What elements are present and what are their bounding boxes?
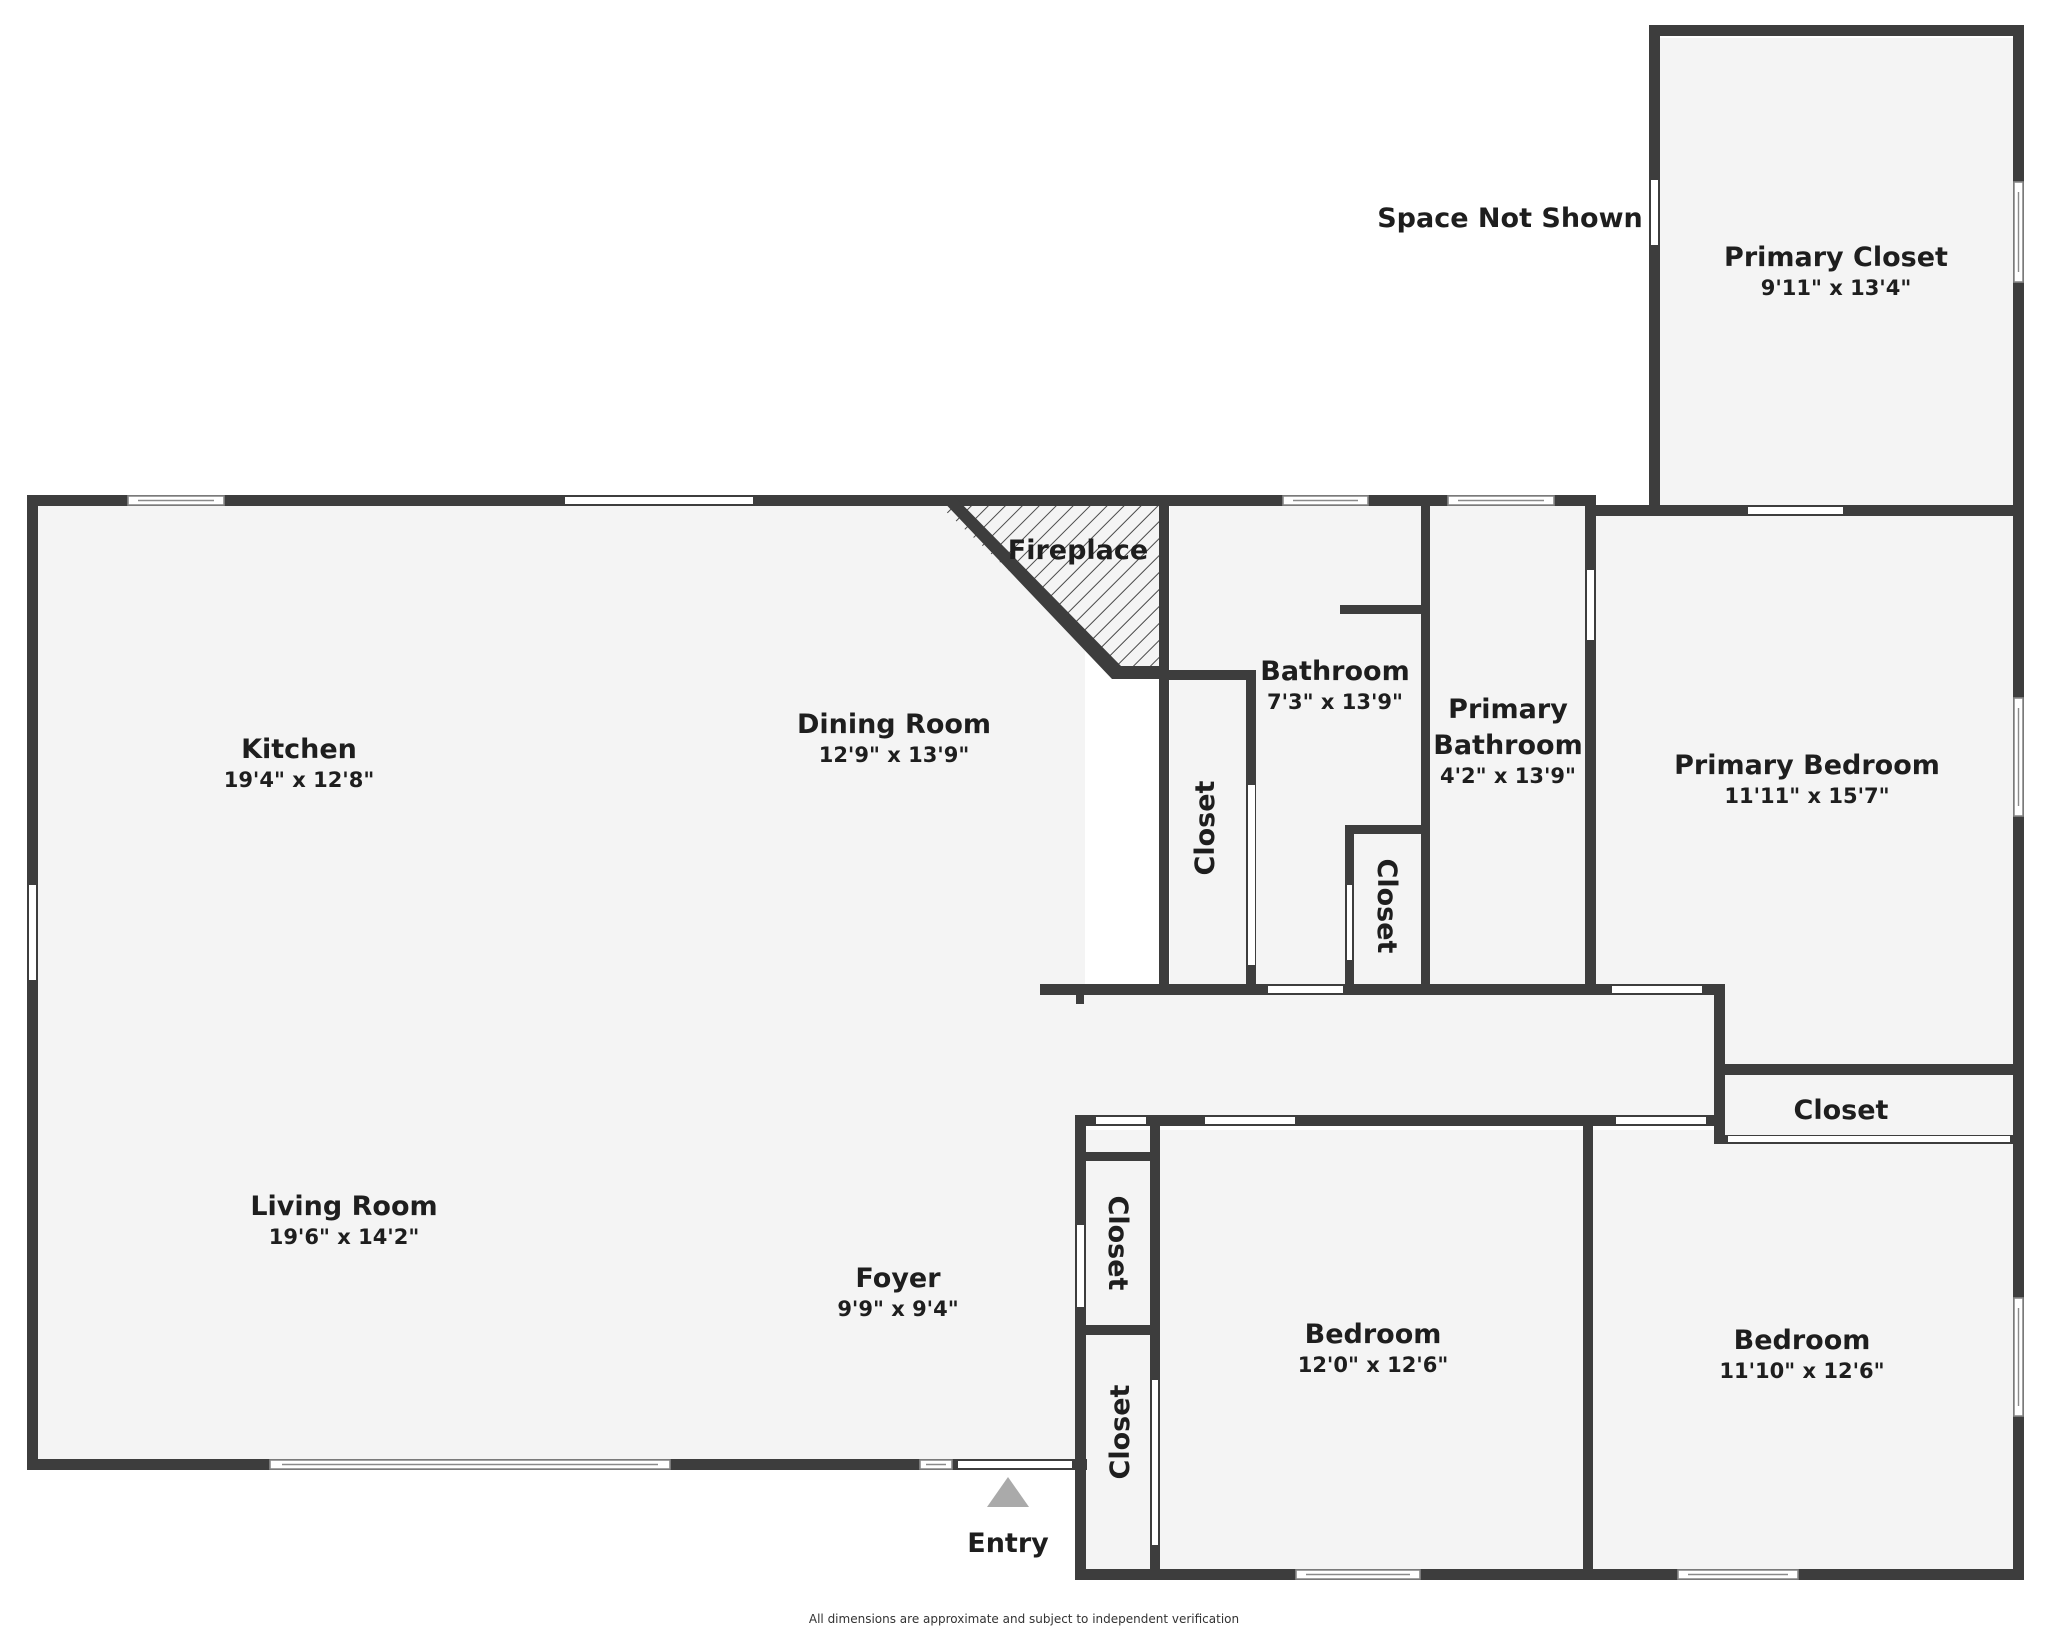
primary-bathroom-name-line2: Bathroom bbox=[1433, 730, 1582, 761]
living-room-dims: 19'6" x 14'2" bbox=[269, 1225, 420, 1249]
fireplace-label: Fireplace bbox=[1008, 535, 1148, 566]
living-room-name: Living Room bbox=[250, 1191, 437, 1222]
bathroom-dims: 7'3" x 13'9" bbox=[1267, 690, 1403, 714]
bedroom-1-dims: 12'0" x 12'6" bbox=[1298, 1353, 1449, 1377]
bath-wing-floor bbox=[1170, 505, 1590, 995]
entry-label: Entry bbox=[967, 1528, 1049, 1559]
bathroom-name: Bathroom bbox=[1260, 656, 1409, 687]
room-labels: Kitchen 19'4" x 12'8" Dining Room 12'9" … bbox=[224, 203, 1948, 1626]
primary-closet-floor bbox=[1660, 38, 2015, 505]
entry-arrow-icon bbox=[987, 1477, 1029, 1507]
foyer-dims: 9'9" x 9'4" bbox=[837, 1297, 958, 1321]
bedroom-2-name: Bedroom bbox=[1734, 1325, 1871, 1356]
primary-bathroom-name-line1: Primary bbox=[1448, 694, 1568, 725]
kitchen-dims: 19'4" x 12'8" bbox=[224, 768, 375, 792]
kitchen-name: Kitchen bbox=[241, 734, 357, 765]
primary-bedroom-closet-label: Closet bbox=[1794, 1095, 1889, 1126]
main-living-floor bbox=[30, 502, 1085, 1462]
space-not-shown-label: Space Not Shown bbox=[1377, 203, 1643, 234]
windows bbox=[127, 181, 2024, 1580]
bedroom-2-dims: 11'10" x 12'6" bbox=[1719, 1359, 1884, 1383]
hall-closet-label: Closet bbox=[1190, 780, 1221, 875]
primary-closet-name: Primary Closet bbox=[1724, 242, 1948, 273]
door-openings bbox=[29, 180, 2010, 1545]
primary-bedroom-closet-floor bbox=[1725, 1075, 2015, 1137]
dining-room-dims: 12'9" x 13'9" bbox=[819, 743, 970, 767]
bedroom-1-name: Bedroom bbox=[1305, 1319, 1442, 1350]
foyer-closet-lower-label: Closet bbox=[1105, 1384, 1136, 1479]
primary-bedroom-dims: 11'11" x 15'7" bbox=[1724, 784, 1889, 808]
bedrooms-floor bbox=[1085, 1130, 2015, 1572]
primary-closet-dims: 9'11" x 13'4" bbox=[1761, 276, 1912, 300]
disclaimer: All dimensions are approximate and subje… bbox=[809, 1612, 1239, 1626]
dining-room-name: Dining Room bbox=[797, 709, 991, 740]
primary-bedroom-name: Primary Bedroom bbox=[1674, 750, 1940, 781]
primary-bathroom-dims: 4'2" x 13'9" bbox=[1440, 764, 1576, 788]
floor-areas bbox=[30, 38, 2015, 1572]
foyer-name: Foyer bbox=[855, 1263, 941, 1294]
foyer-closet-upper-label: Closet bbox=[1102, 1196, 1133, 1291]
primary-bedroom-floor bbox=[1595, 515, 2015, 1075]
bath-closet-label: Closet bbox=[1371, 859, 1402, 954]
